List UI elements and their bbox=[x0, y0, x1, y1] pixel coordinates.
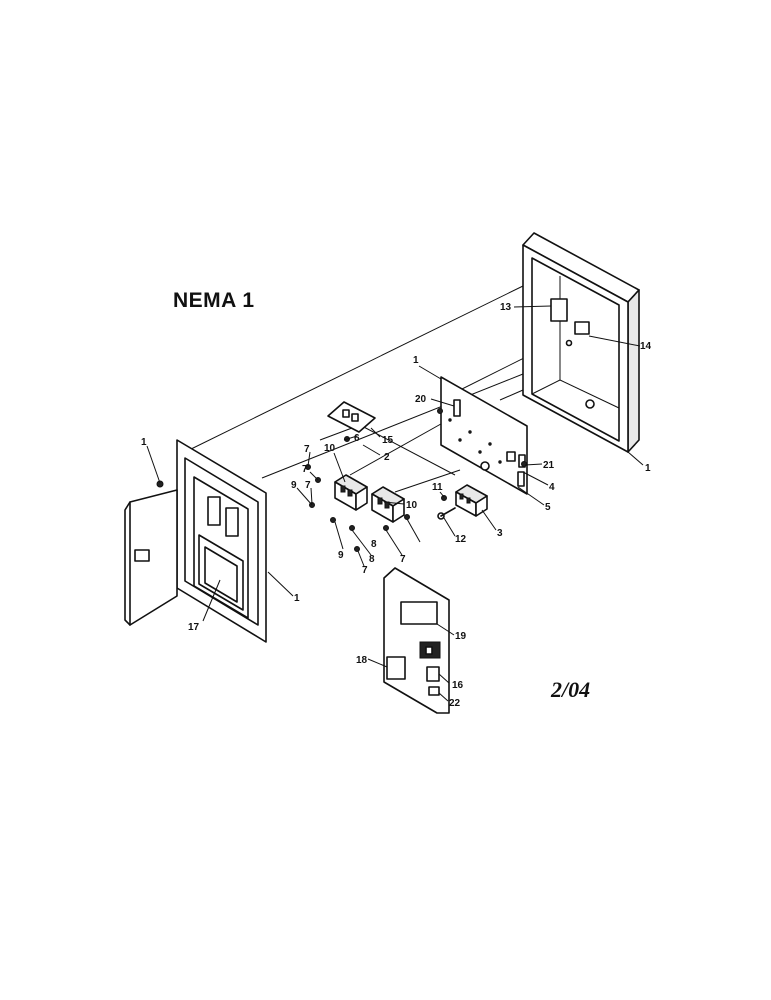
part-label: 1 bbox=[294, 593, 300, 604]
leader-lines bbox=[146, 305, 644, 702]
part-number-labels: 1 1 1 1 13 14 20 15 6 2 21 4 5 3 11 12 1… bbox=[141, 302, 652, 709]
date-code: 2/04 bbox=[550, 677, 590, 702]
part-label: 2 bbox=[384, 452, 390, 463]
part-label: 18 bbox=[356, 655, 368, 666]
part-label: 6 bbox=[354, 433, 360, 444]
enclosure-label-13 bbox=[550, 298, 568, 322]
part-label: 11 bbox=[432, 482, 443, 493]
part-label: 8 bbox=[371, 539, 377, 550]
part-label: 7 bbox=[304, 444, 310, 455]
switch-assembly-left bbox=[334, 474, 368, 511]
part-label: 17 bbox=[188, 622, 200, 633]
small-board bbox=[327, 401, 376, 433]
part-label: 7 bbox=[302, 464, 308, 475]
part-label: 7 bbox=[400, 554, 406, 565]
assembly-guide-lines bbox=[184, 285, 561, 493]
part-label: 10 bbox=[324, 443, 336, 454]
part-label: 20 bbox=[415, 394, 427, 405]
part-label: 15 bbox=[382, 435, 394, 446]
part-label: 7 bbox=[305, 480, 311, 491]
front-cover bbox=[124, 439, 267, 643]
part-label: 9 bbox=[291, 480, 297, 491]
part-label: 10 bbox=[406, 500, 418, 511]
part-label: 4 bbox=[549, 482, 555, 493]
part-label: 14 bbox=[640, 341, 652, 352]
enclosure-label-14 bbox=[574, 321, 590, 335]
back-panel bbox=[440, 376, 528, 495]
part-label: 21 bbox=[543, 460, 555, 471]
part-label: 8 bbox=[369, 554, 375, 565]
part-label: 1 bbox=[141, 437, 147, 448]
part-label: 19 bbox=[455, 631, 467, 642]
part-label: 16 bbox=[452, 680, 464, 691]
dead-front-panel bbox=[383, 567, 450, 714]
part-label: 5 bbox=[545, 502, 551, 513]
part-label: 1 bbox=[645, 463, 651, 474]
enclosure-box bbox=[522, 232, 640, 453]
part-label: 1 bbox=[413, 355, 419, 366]
part-label: 22 bbox=[449, 698, 461, 709]
part-label: 12 bbox=[455, 534, 467, 545]
part-label: 9 bbox=[338, 550, 344, 561]
part-label: 7 bbox=[362, 565, 368, 576]
part-label: 3 bbox=[497, 528, 503, 539]
switch-assembly-right bbox=[371, 486, 405, 523]
diagram-title: NEMA 1 bbox=[173, 289, 255, 312]
part-label: 13 bbox=[500, 302, 512, 313]
terminal-block bbox=[455, 484, 488, 517]
